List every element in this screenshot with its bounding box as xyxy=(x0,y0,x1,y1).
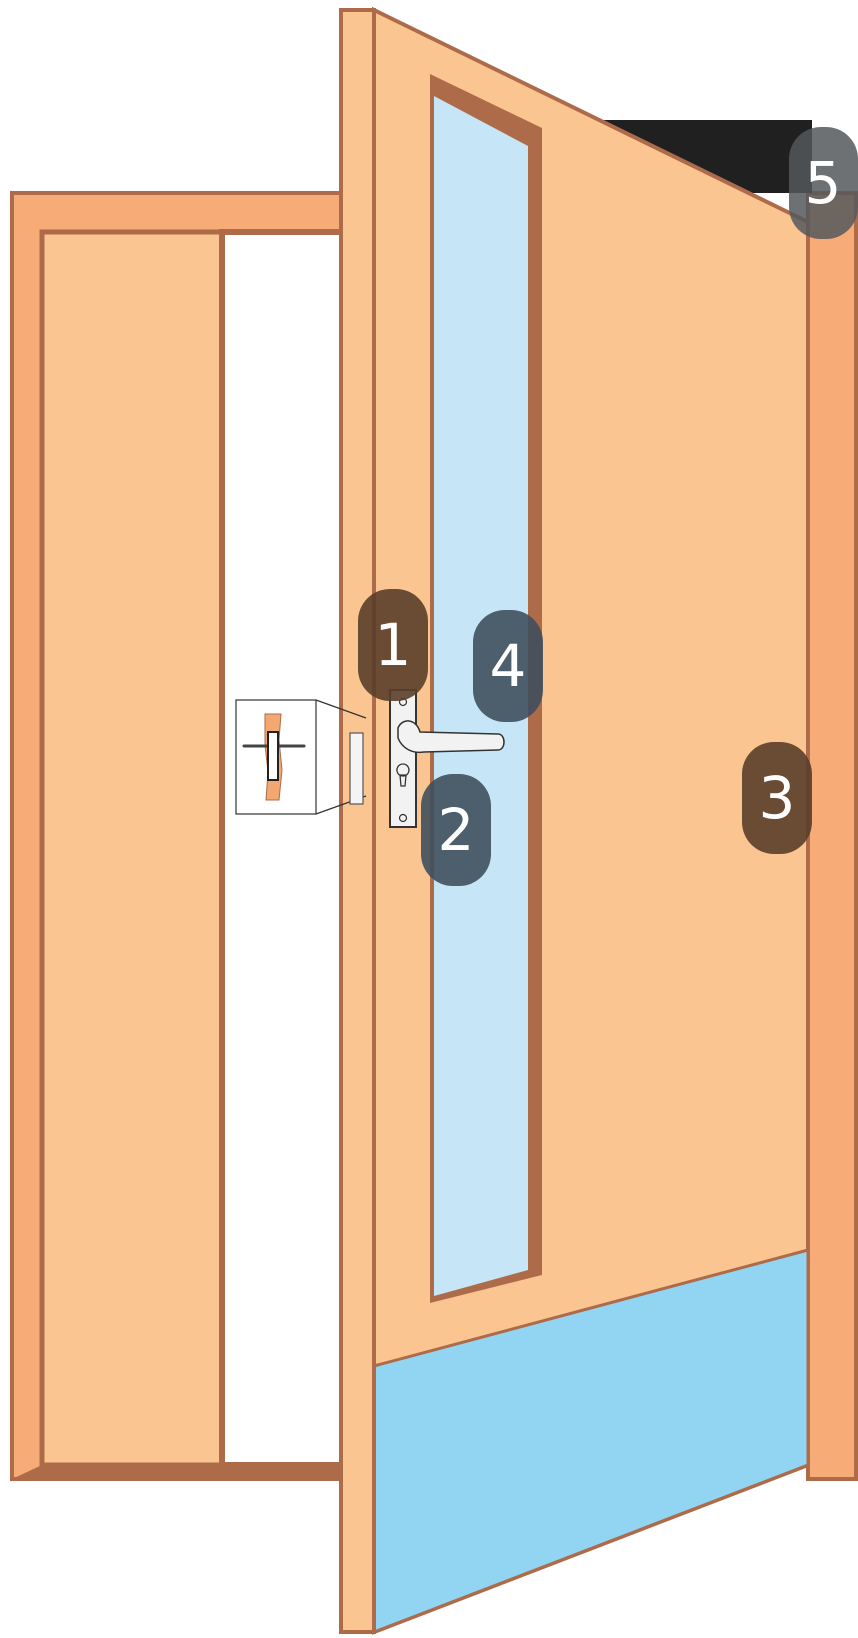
marker-2-badge xyxy=(421,774,491,886)
strike-plate xyxy=(349,732,364,805)
door-closer xyxy=(596,120,812,193)
lock-detail-case xyxy=(267,731,279,781)
marker-5: 5 xyxy=(789,127,858,239)
marker-1: 1 xyxy=(358,589,428,701)
frame-right-jamb xyxy=(806,191,858,1481)
backplate-screw-bottom xyxy=(398,813,408,823)
keyhole-icon xyxy=(396,763,410,787)
marker-5-badge xyxy=(789,127,858,239)
door-opening xyxy=(219,229,345,1468)
marker-3-badge xyxy=(742,742,812,854)
threshold xyxy=(12,1465,342,1479)
door-frame xyxy=(10,191,858,1481)
lever-arm xyxy=(397,720,505,754)
lever-handle xyxy=(389,689,505,828)
marker-5-label: 5 xyxy=(805,149,842,217)
marker-2-label: 2 xyxy=(438,796,475,864)
marker-2: 2 xyxy=(421,774,491,886)
marker-1-label: 1 xyxy=(375,611,412,679)
marker-4-badge xyxy=(473,610,543,722)
marker-3: 3 xyxy=(742,742,812,854)
marker-4-label: 4 xyxy=(490,632,527,700)
handle-backplate xyxy=(389,689,417,828)
marker-4: 4 xyxy=(473,610,543,722)
marker-1-badge xyxy=(358,589,428,701)
lock-detail-callout xyxy=(235,699,367,815)
callout-line-top xyxy=(315,699,367,719)
fixed-side-panel xyxy=(39,229,227,1468)
door-edge xyxy=(339,8,376,1634)
marker-3-label: 3 xyxy=(759,764,796,832)
